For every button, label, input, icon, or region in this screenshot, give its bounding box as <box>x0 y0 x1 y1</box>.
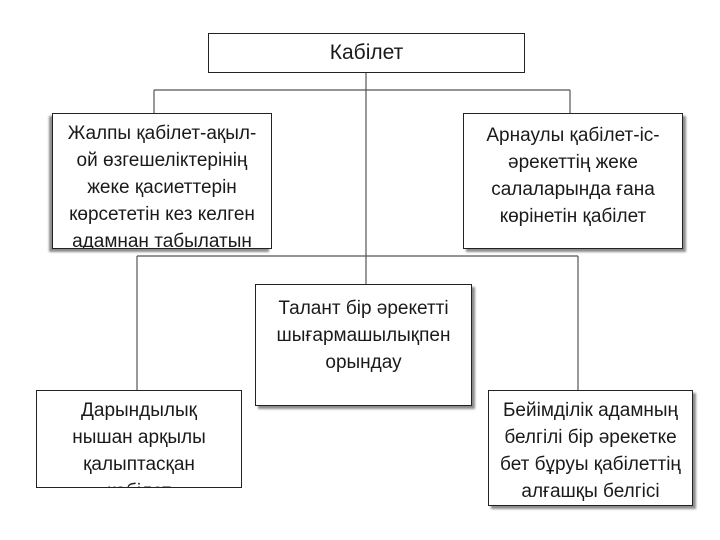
inclination-node: Бейімділік адамның белгілі бір әрекетке … <box>488 390 693 506</box>
general-ability-node: Жалпы қабілет-ақыл- ой өзгешеліктерінің … <box>52 113 272 249</box>
special-ability-node: Арнаулы қабілет-іс- әрекеттің жеке салал… <box>463 113 683 249</box>
giftedness-node: Дарындылық нышан арқылы қалыптасқан қабі… <box>36 390 242 488</box>
root-node-kabilet: Кабілет <box>208 33 525 73</box>
talent-node: Талант бір әрекетті шығармашылықпен орын… <box>255 284 472 406</box>
